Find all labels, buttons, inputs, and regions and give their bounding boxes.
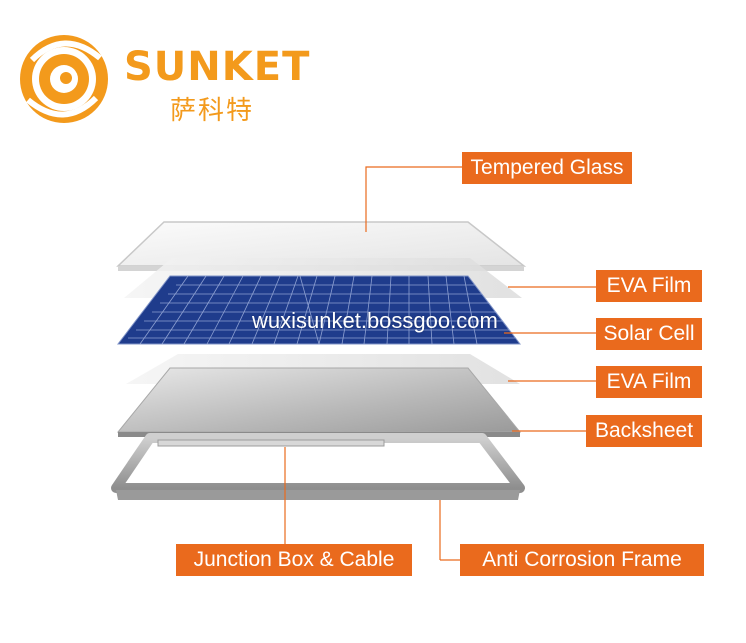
anti-corrosion-frame bbox=[111, 433, 525, 500]
brand-name: SUNKET bbox=[124, 44, 311, 90]
label-eva-film-bottom: EVA Film bbox=[596, 366, 702, 398]
label-solar-cell: Solar Cell bbox=[596, 318, 702, 350]
solar-cell-layer bbox=[116, 275, 522, 345]
label-anti-corrosion-frame: Anti Corrosion Frame bbox=[460, 544, 704, 576]
label-tempered-glass: Tempered Glass bbox=[462, 152, 632, 184]
label-junction-box: Junction Box & Cable bbox=[176, 544, 412, 576]
sun-swirl-icon bbox=[20, 35, 108, 123]
leader-lines bbox=[284, 166, 596, 561]
watermark-text: wuxisunket.bossgoo.com bbox=[252, 308, 498, 333]
backsheet-layer bbox=[116, 367, 522, 437]
brand-chinese-name: 萨科特 bbox=[170, 96, 255, 126]
label-backsheet: Backsheet bbox=[586, 415, 702, 447]
label-eva-film-top: EVA Film bbox=[596, 270, 702, 302]
